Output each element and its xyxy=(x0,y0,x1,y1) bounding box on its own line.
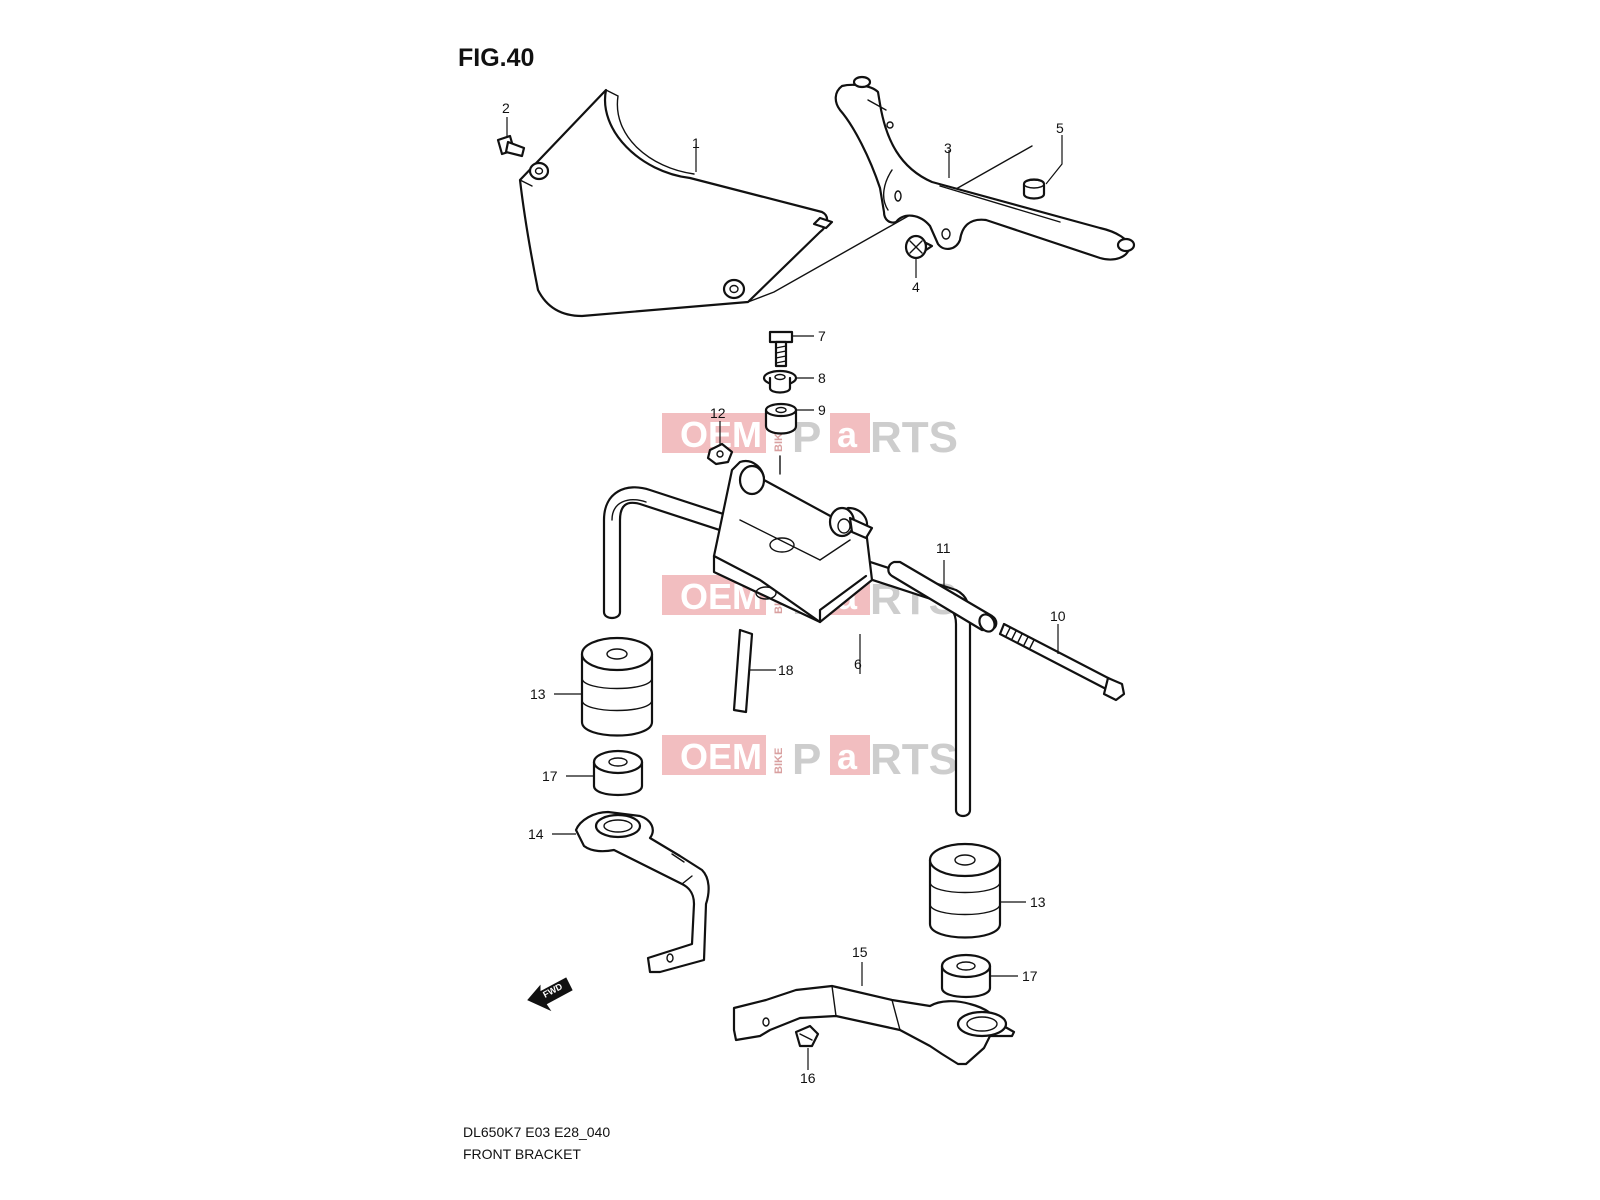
part-2-clip[interactable] xyxy=(496,117,526,158)
callout-17-left[interactable]: 17 xyxy=(542,768,558,784)
watermark-a: a xyxy=(837,736,858,777)
part-16-bolt[interactable] xyxy=(794,1024,820,1070)
part-6-main-bracket-bar[interactable] xyxy=(602,486,972,818)
part-10-long-bolt[interactable] xyxy=(998,622,1126,702)
figure-caption: FRONT BRACKET xyxy=(463,1146,581,1162)
watermark-rts: RTS xyxy=(870,413,958,462)
callout-3[interactable]: 3 xyxy=(944,140,952,156)
forward-direction-arrow: FWD xyxy=(527,977,573,1012)
callout-17-right[interactable]: 17 xyxy=(1022,968,1038,984)
callout-2[interactable]: 2 xyxy=(502,100,510,116)
watermark-a: a xyxy=(837,414,858,455)
watermark-bike: BIKE xyxy=(773,748,785,774)
callout-10[interactable]: 10 xyxy=(1050,608,1066,624)
part-17-cushion-right[interactable] xyxy=(940,953,1018,998)
callout-7[interactable]: 7 xyxy=(818,328,826,344)
part-14-stay-left[interactable] xyxy=(552,810,710,974)
callout-8[interactable]: 8 xyxy=(818,370,826,386)
figure-title: FIG.40 xyxy=(458,44,534,72)
part-1-cover[interactable] xyxy=(518,88,1033,318)
part-13-cushion-right[interactable] xyxy=(928,842,1026,939)
part-11-spacer[interactable] xyxy=(887,560,998,634)
part-9-cushion[interactable] xyxy=(764,402,814,435)
part-12-nut[interactable] xyxy=(706,421,734,466)
part-13-cushion-left[interactable] xyxy=(554,636,654,737)
callout-12[interactable]: 12 xyxy=(710,405,726,421)
callout-15[interactable]: 15 xyxy=(852,944,868,960)
part-8-collar[interactable] xyxy=(762,369,814,394)
callout-1[interactable]: 1 xyxy=(692,135,700,151)
callout-11[interactable]: 11 xyxy=(936,540,951,556)
watermark-row-1: OEM BIKE P a RTS xyxy=(662,413,958,462)
part-7-bolt[interactable] xyxy=(768,330,814,368)
callout-5[interactable]: 5 xyxy=(1056,120,1064,136)
part-15-stay-right[interactable] xyxy=(732,962,1016,1066)
part-6-cradle[interactable] xyxy=(712,455,874,624)
watermark-rts: RTS xyxy=(870,735,958,784)
part-4-screw[interactable] xyxy=(904,234,934,278)
watermark-row-3: OEM BIKE P a RTS xyxy=(662,735,958,784)
watermark-p: P xyxy=(792,735,821,784)
watermark-oem: OEM xyxy=(680,736,762,777)
callout-14[interactable]: 14 xyxy=(528,826,544,842)
callout-9[interactable]: 9 xyxy=(818,402,826,418)
callout-4[interactable]: 4 xyxy=(912,279,920,295)
callout-13-left[interactable]: 13 xyxy=(530,686,546,702)
part-5-grommet[interactable] xyxy=(1022,135,1063,200)
model-code: DL650K7 E03 E28_040 xyxy=(463,1124,610,1140)
callout-16[interactable]: 16 xyxy=(800,1070,816,1086)
callout-18[interactable]: 18 xyxy=(778,662,794,678)
callout-13-right[interactable]: 13 xyxy=(1030,894,1046,910)
part-17-cushion-left[interactable] xyxy=(566,749,644,796)
callout-6[interactable]: 6 xyxy=(854,656,862,672)
part-18-strip[interactable] xyxy=(732,628,776,714)
part-3-brace[interactable] xyxy=(834,75,1136,261)
